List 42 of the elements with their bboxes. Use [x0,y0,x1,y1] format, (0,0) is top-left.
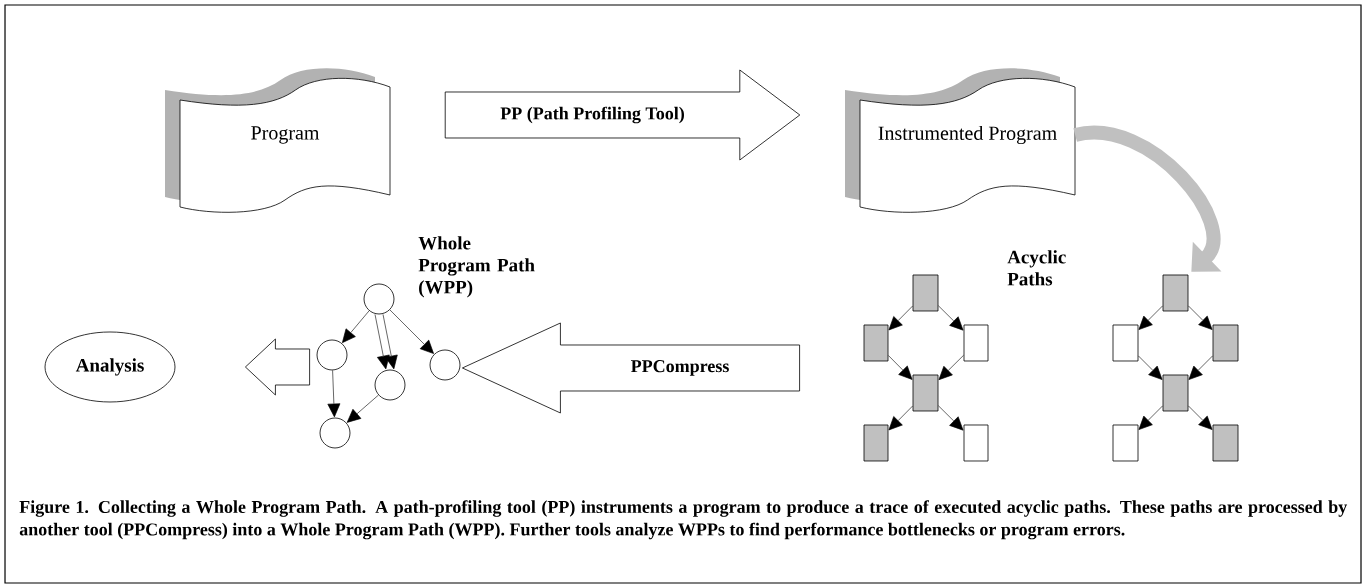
arrow [1188,405,1213,430]
graph-circle [319,417,351,449]
graph-box [912,374,939,412]
arrow [888,355,913,380]
edge-label: PPCompress [629,359,731,377]
graph-circle [316,339,348,371]
arrow [1188,305,1213,330]
graph-circle [429,349,461,381]
arrow [374,314,390,370]
arrow [938,305,964,331]
graph-box [1162,274,1189,312]
curved-arrow [1074,125,1222,272]
graph-box [963,324,989,362]
graph-box [1112,324,1139,362]
block-arrow [462,322,800,414]
arrow [346,394,379,423]
arrow [1138,405,1163,430]
graph-box [912,274,939,312]
graph-box [1212,324,1239,362]
caption: Figure 1. Collecting a Whole Program Path. A path-profiling tool (PP) instruments a program to produce a trace of executed acyclic paths. These paths are processed by another tool (PPCompress) into a Whole Program Path (WPP). Further tools analyze WPPs to find performance bottlenecks or program errors. [19,500,1348,540]
graph-box [863,424,889,462]
arrow [1138,305,1163,330]
arrow [1188,355,1213,380]
graph-label: Whole Program Path (WPP) [418,236,535,298]
block-arrow [245,338,310,396]
graph-box [1212,424,1239,462]
graph-box [1162,374,1189,412]
arrow [938,354,964,381]
graph-circle [374,369,406,401]
graph-circle [363,283,395,315]
arrow [382,314,398,370]
graph-box [963,424,989,462]
graph-box [863,324,889,362]
arrow [342,310,370,343]
arrow [389,309,434,354]
graph-box [1112,424,1139,462]
arrow [327,370,341,418]
arrow [938,405,964,431]
arrow [888,305,913,331]
graph-label: Acyclic Paths [1007,250,1066,286]
arrow [1138,355,1163,380]
arrow [888,405,913,431]
